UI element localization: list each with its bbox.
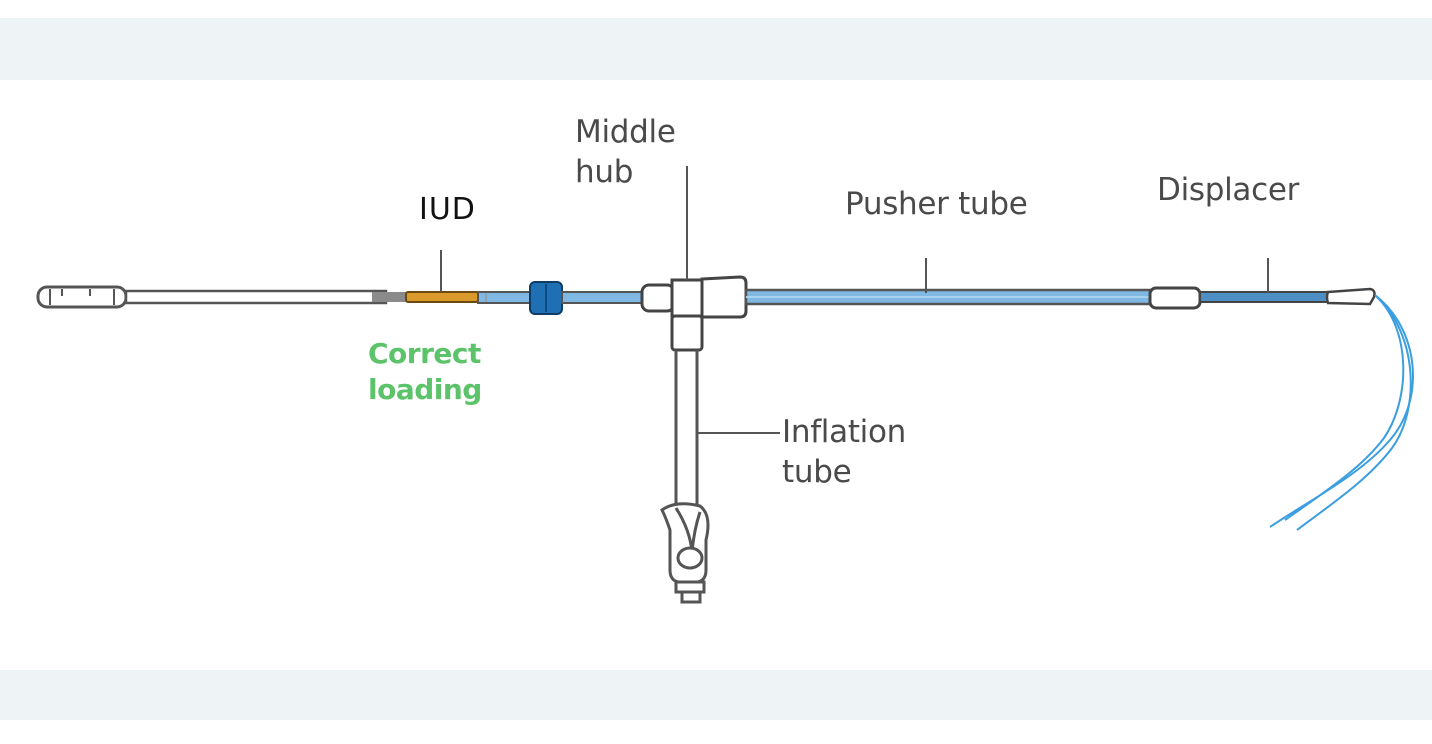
inner-tube-segment bbox=[477, 291, 533, 304]
outer-sheath bbox=[124, 289, 408, 305]
label-middle-hub-line1: Middle bbox=[575, 114, 676, 150]
label-inflation-tube-line1: Inflation bbox=[782, 414, 906, 450]
middle-hub bbox=[640, 166, 748, 352]
label-pusher-tube: Pusher tube bbox=[845, 186, 1028, 222]
top-band bbox=[0, 18, 1432, 80]
inflation-tube bbox=[674, 350, 780, 505]
tube-to-hub bbox=[561, 291, 647, 304]
iud-threads bbox=[1269, 294, 1414, 531]
label-middle-hub-line2: hub bbox=[575, 154, 634, 190]
handle-cap bbox=[36, 285, 128, 309]
label-inflation-tube-line2: tube bbox=[782, 454, 852, 490]
blue-connector bbox=[529, 281, 563, 315]
label-displacer: Displacer bbox=[1157, 172, 1300, 208]
bottom-band bbox=[0, 670, 1432, 720]
label-correct-loading-line1: Correct bbox=[368, 337, 481, 370]
displacer-rod bbox=[1199, 258, 1329, 303]
label-iud: IUD bbox=[419, 192, 476, 227]
inflation-valve bbox=[660, 502, 710, 604]
pusher-tube bbox=[744, 258, 1152, 306]
displacer-tip bbox=[1325, 287, 1376, 306]
displacer-stop bbox=[1148, 286, 1202, 310]
label-correct-loading-line2: loading bbox=[368, 373, 482, 406]
iud-device bbox=[405, 250, 479, 303]
